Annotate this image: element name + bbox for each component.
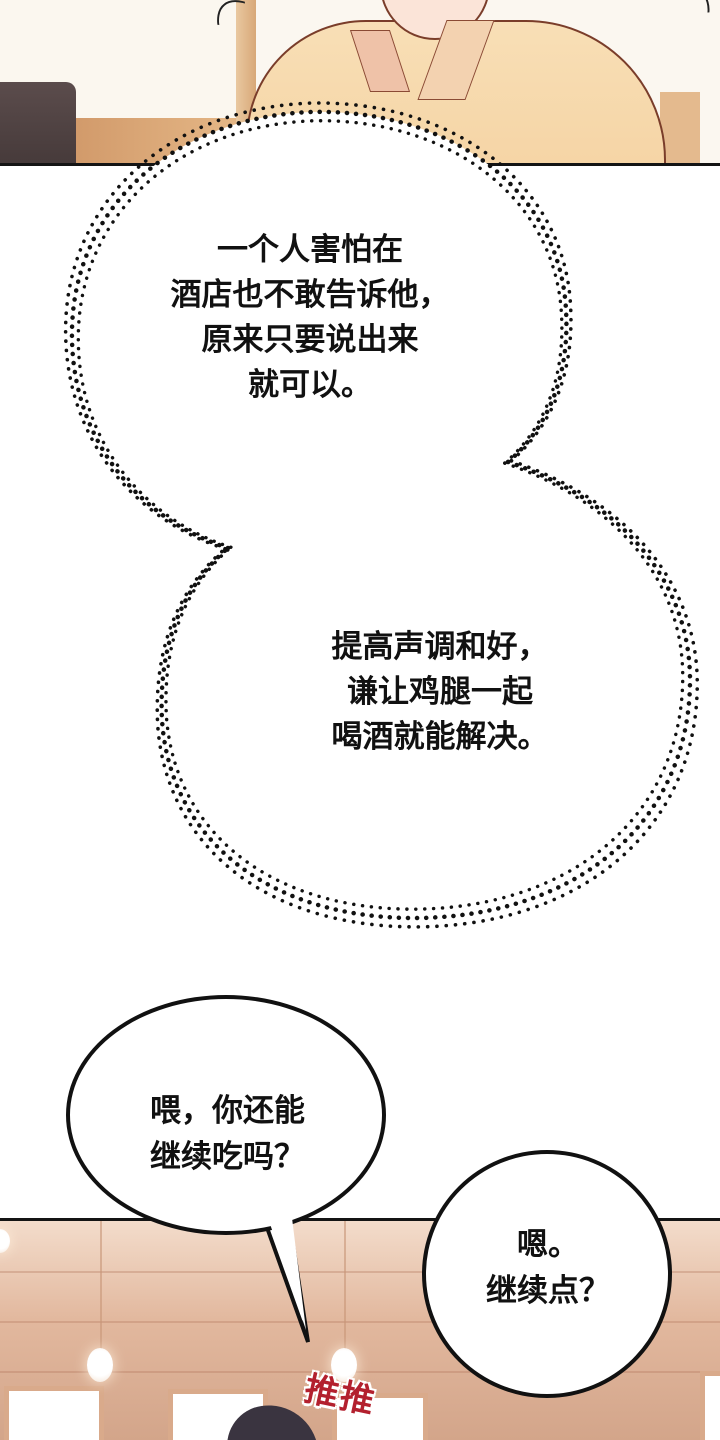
cabinet bbox=[660, 92, 700, 163]
thought-text-2: 提高声调和好， 谦让鸡腿一起 喝酒就能解决。 bbox=[331, 629, 549, 755]
top-panel bbox=[0, 0, 720, 166]
hanging-lamp bbox=[331, 1348, 357, 1382]
ceiling-beam bbox=[0, 1371, 720, 1373]
hanging-lamp bbox=[87, 1348, 113, 1382]
speech-text-right: 嗯。 继续点？ bbox=[486, 1227, 610, 1309]
ceiling-beam bbox=[0, 1321, 720, 1323]
hanging-lamp bbox=[0, 1229, 10, 1253]
speech-bubble-left bbox=[66, 995, 386, 1235]
thought-text-1: 一个人害怕在 酒店也不敢告诉他， 原来只要说出来 就可以。 bbox=[170, 232, 450, 403]
lamp-cord bbox=[100, 1221, 102, 1351]
ceiling-beam bbox=[0, 1271, 720, 1273]
lamp-cord bbox=[344, 1221, 346, 1351]
monitor bbox=[0, 82, 76, 163]
window bbox=[332, 1393, 428, 1440]
speech-text-left: 喂，你还能 继续吃吗？ bbox=[150, 1093, 305, 1175]
window bbox=[700, 1371, 720, 1440]
window bbox=[4, 1386, 104, 1440]
speech-bubble-right bbox=[422, 1150, 672, 1398]
